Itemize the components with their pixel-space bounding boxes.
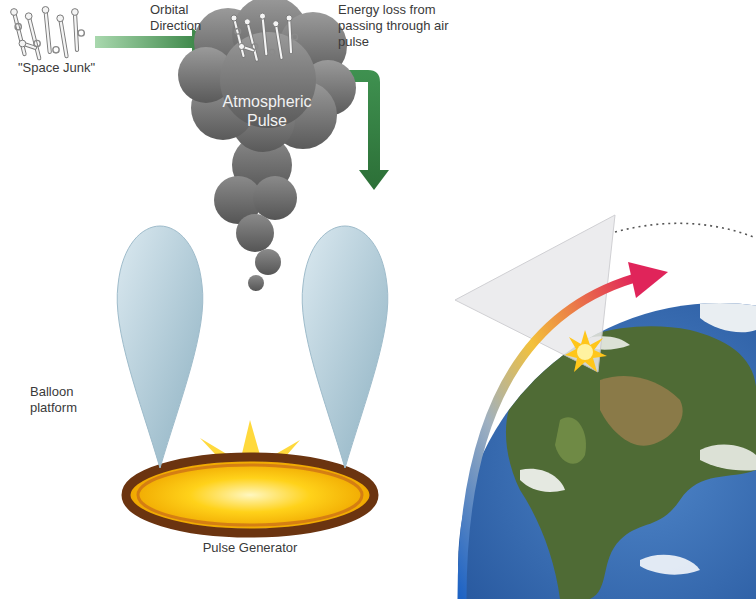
generator-label: Pulse Generator bbox=[180, 540, 320, 556]
arrow-label: Energy loss from passing through air pul… bbox=[338, 2, 458, 50]
arrow-label: Orbital Direction bbox=[150, 2, 230, 34]
cloud-label: Atmospheric Pulse bbox=[215, 92, 319, 130]
balloon-label: Balloon platform bbox=[30, 384, 110, 416]
junk-label: "Space Junk" bbox=[18, 60, 128, 76]
atmospheric-cloud: Atmospheric Pulse bbox=[178, 0, 356, 152]
cloud-shape bbox=[178, 0, 356, 152]
